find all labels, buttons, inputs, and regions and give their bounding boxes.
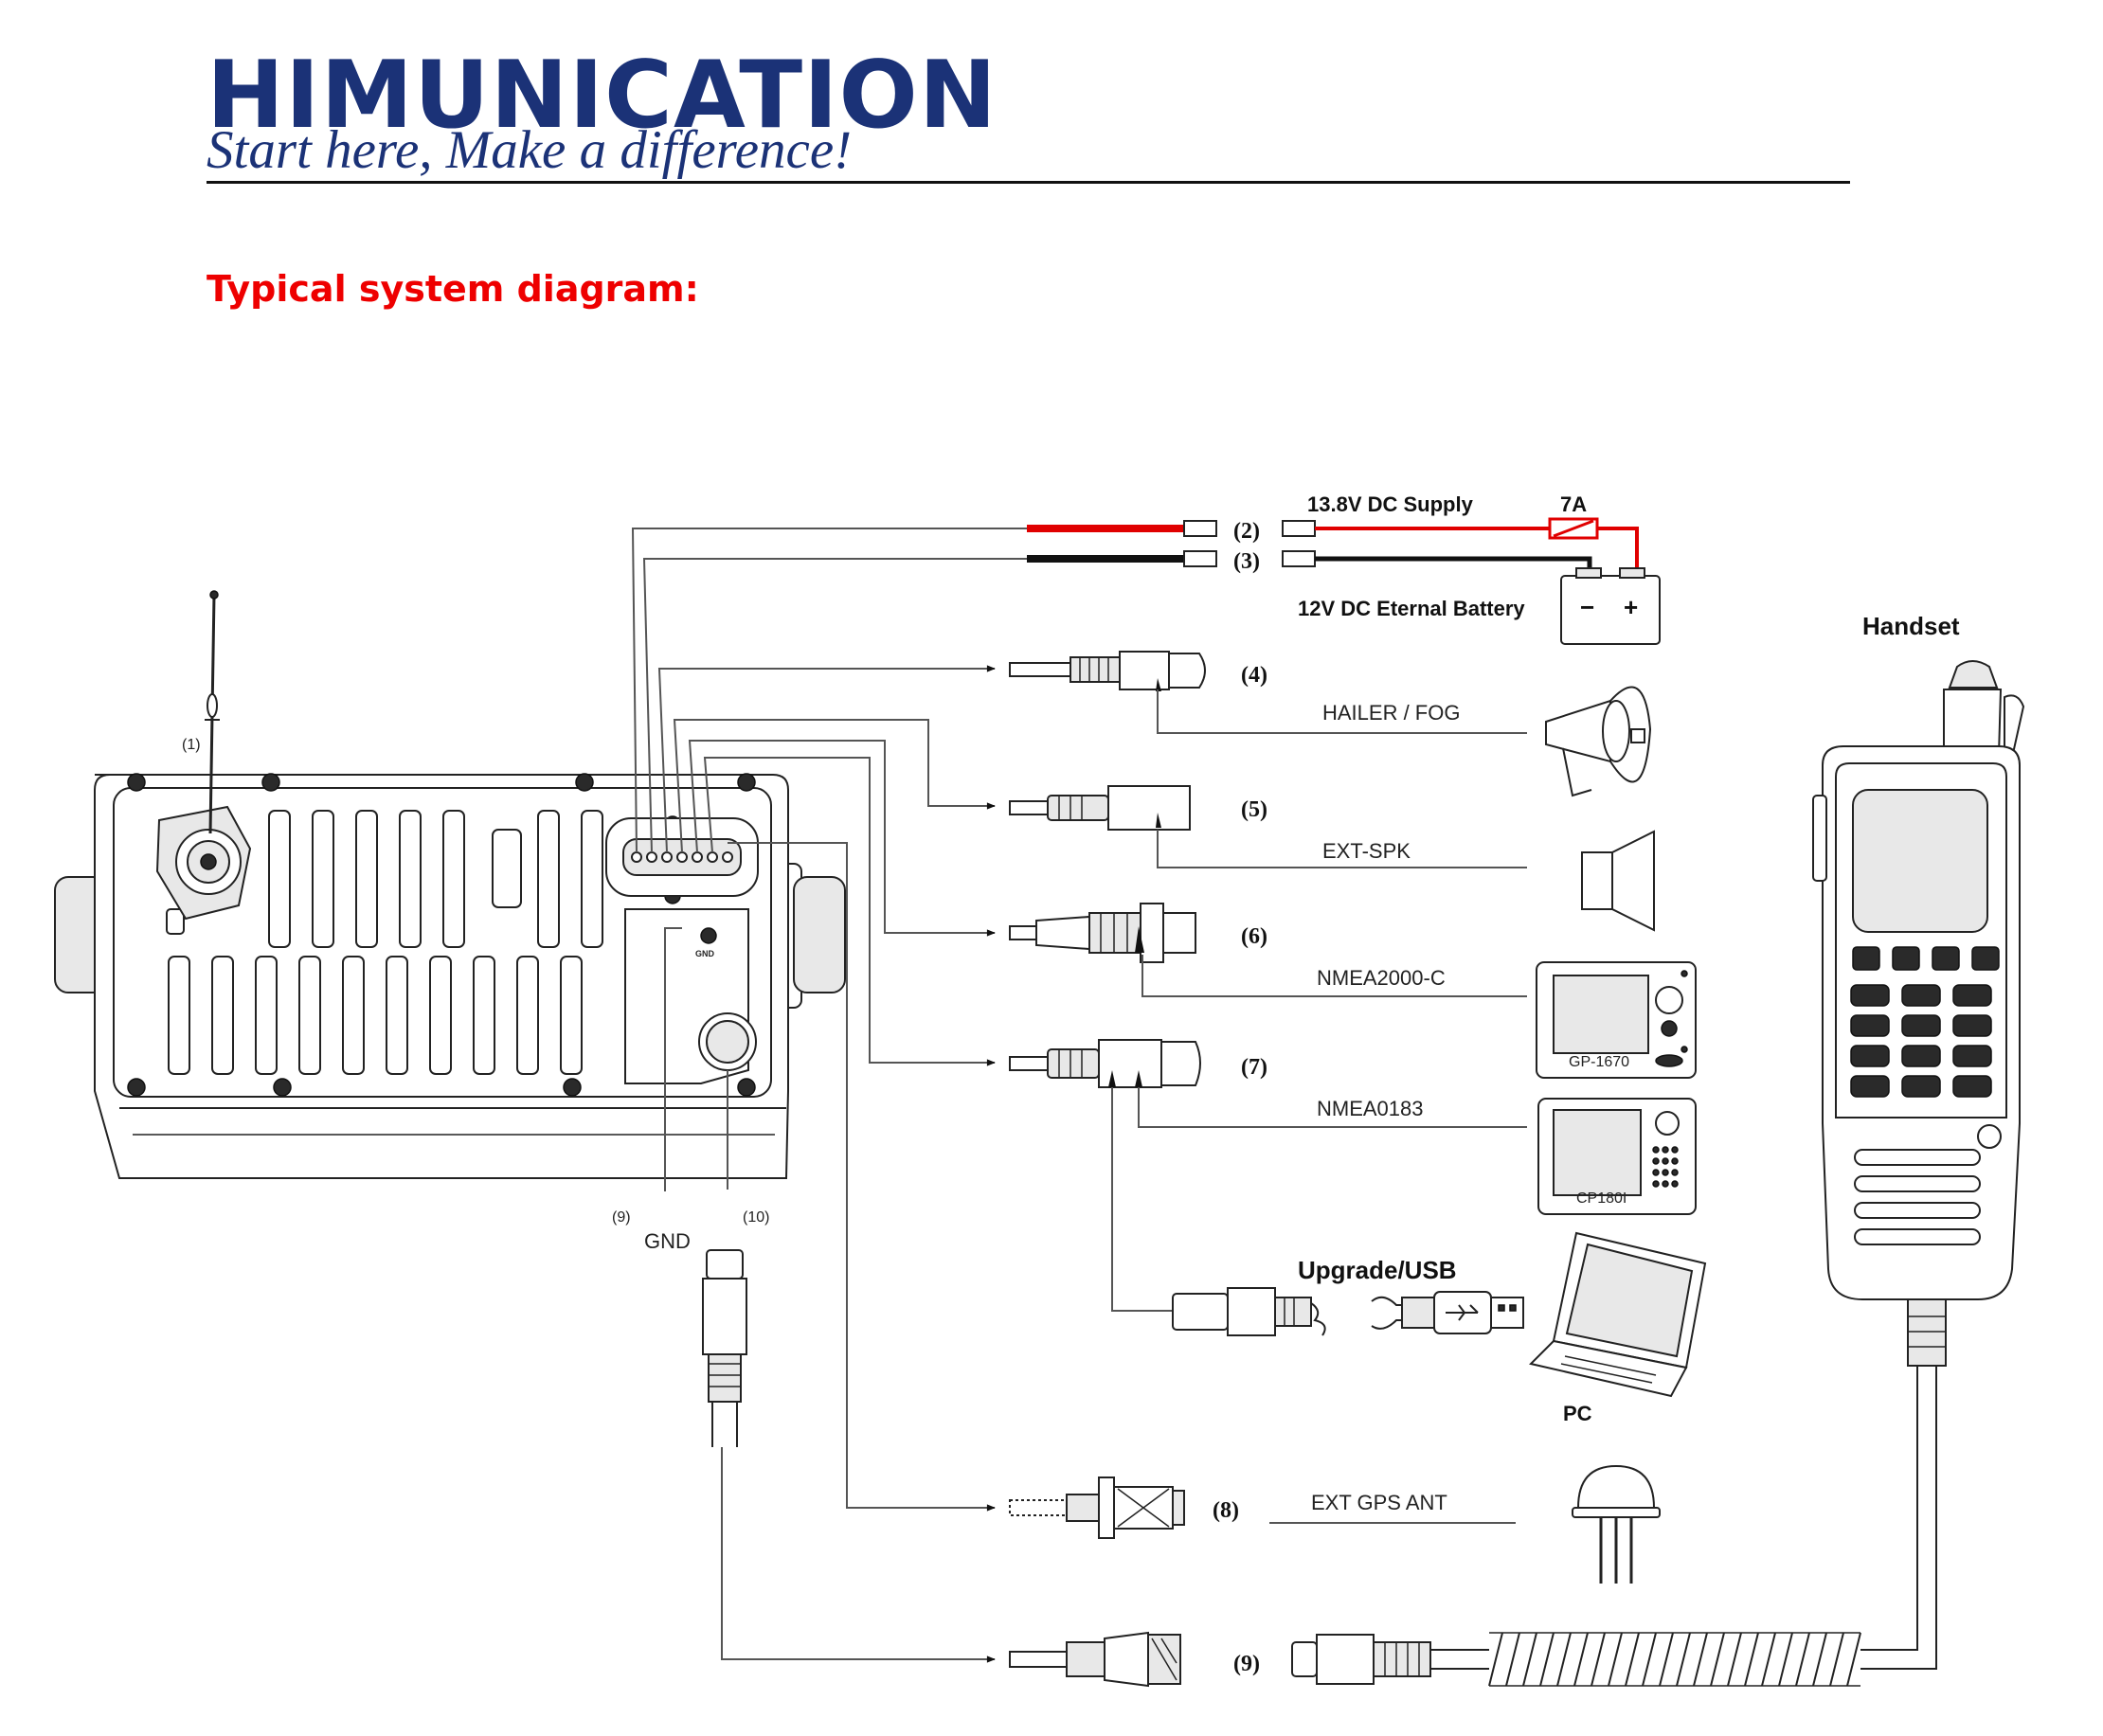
cp180i-display-icon bbox=[1537, 1098, 1697, 1215]
cp180i-label: CP180I bbox=[1576, 1190, 1627, 1207]
ext-speaker-connection: (5) EXT-SPK bbox=[1009, 785, 1655, 932]
ext-spk-connector-icon bbox=[1009, 785, 1191, 831]
brand-logo: HIMUNICATION bbox=[207, 42, 998, 150]
fuse-label: 7A bbox=[1560, 492, 1587, 516]
handset-port-label: (10) bbox=[743, 1209, 769, 1226]
battery-plus: + bbox=[1624, 593, 1638, 621]
radio-rear-panel: GND (1) (9) GND (10) bbox=[54, 590, 846, 1253]
handset-cable-connection: (9) bbox=[702, 1249, 1937, 1688]
handset-icon bbox=[1812, 660, 2025, 1367]
conn-7-label: NMEA0183 bbox=[1317, 1097, 1424, 1120]
conn-9-num: (9) bbox=[1233, 1652, 1260, 1676]
hailer-connector-icon bbox=[1009, 651, 1206, 691]
antenna-label: (1) bbox=[182, 737, 201, 753]
handset-plug-icon bbox=[702, 1249, 747, 1447]
ground-num-label: (9) bbox=[612, 1209, 631, 1226]
antenna-icon bbox=[205, 590, 220, 834]
battery-icon: − + bbox=[1560, 567, 1661, 645]
handset-port bbox=[698, 1012, 757, 1071]
dc-power-supply: (2) (3) 7A 13.8V DC Supply − + 12V DC Et… bbox=[1027, 492, 1661, 645]
routing-wires bbox=[631, 525, 1051, 1663]
conn-4-num: (4) bbox=[1241, 663, 1267, 688]
gp1670-display-icon bbox=[1536, 961, 1697, 1079]
conn-3-num: (3) bbox=[1233, 549, 1260, 574]
coiled-cord-icon bbox=[1430, 1364, 1937, 1687]
conn-7-num: (7) bbox=[1241, 1055, 1267, 1080]
ground-tag: GND bbox=[695, 949, 715, 958]
pc-label: PC bbox=[1563, 1402, 1592, 1425]
conn-5-label: EXT-SPK bbox=[1322, 839, 1411, 863]
ext-gps-connection: (8) EXT GPS ANT bbox=[1009, 1464, 1661, 1584]
nmea2000-connector-icon bbox=[1009, 903, 1196, 963]
fuse-icon bbox=[1548, 517, 1599, 540]
conn-6-num: (6) bbox=[1241, 924, 1267, 949]
conn-8-label: EXT GPS ANT bbox=[1311, 1491, 1447, 1514]
brand-tagline: Start here, Make a difference! bbox=[207, 120, 853, 180]
gps-connector-icon bbox=[1009, 1476, 1185, 1539]
conn-2-label: 13.8V DC Supply bbox=[1307, 492, 1474, 516]
nmea0183-connection: (7) NMEA0183 CP180I bbox=[1009, 1039, 1697, 1312]
conn-8-num: (8) bbox=[1213, 1498, 1239, 1523]
handset-socket-connector-icon bbox=[1009, 1631, 1181, 1688]
conn-2-num: (2) bbox=[1233, 519, 1260, 544]
hailer-connection: (4) HAILER / FOG bbox=[1009, 651, 1652, 797]
usb-cable-connector-icon bbox=[1172, 1287, 1326, 1336]
speaker-icon bbox=[1581, 830, 1655, 932]
conn-5-num: (5) bbox=[1241, 797, 1267, 822]
nmea2000-connection: (6) NMEA2000-C GP-1670 bbox=[1009, 903, 1697, 1079]
pc-laptop-icon bbox=[1529, 1231, 1707, 1398]
heat-sink-upper bbox=[268, 810, 603, 948]
nmea0183-connector-icon bbox=[1009, 1039, 1201, 1088]
gps-antenna-icon bbox=[1572, 1464, 1661, 1584]
conn-4-label: HAILER / FOG bbox=[1322, 701, 1460, 725]
usb-plug-icon bbox=[1371, 1291, 1524, 1334]
heat-sink-lower bbox=[166, 908, 583, 1075]
usb-upgrade-connection: Upgrade/USB PC bbox=[1172, 1231, 1707, 1425]
gp1670-label: GP-1670 bbox=[1569, 1054, 1629, 1070]
battery-minus: − bbox=[1580, 593, 1594, 621]
accessory-pin-block bbox=[605, 817, 759, 897]
header-rule bbox=[207, 181, 1850, 184]
handset-cable-plug-icon bbox=[1291, 1634, 1431, 1685]
section-heading: Typical system diagram: bbox=[207, 268, 699, 310]
conn-6-label: NMEA2000-C bbox=[1317, 966, 1446, 990]
antenna-socket bbox=[155, 805, 252, 921]
usb-label: Upgrade/USB bbox=[1298, 1256, 1457, 1284]
conn-3-label: 12V DC Eternal Battery bbox=[1298, 597, 1525, 620]
handset-label: Handset bbox=[1862, 612, 1960, 640]
ground-label: GND bbox=[644, 1229, 691, 1253]
horn-speaker-icon bbox=[1545, 686, 1652, 797]
